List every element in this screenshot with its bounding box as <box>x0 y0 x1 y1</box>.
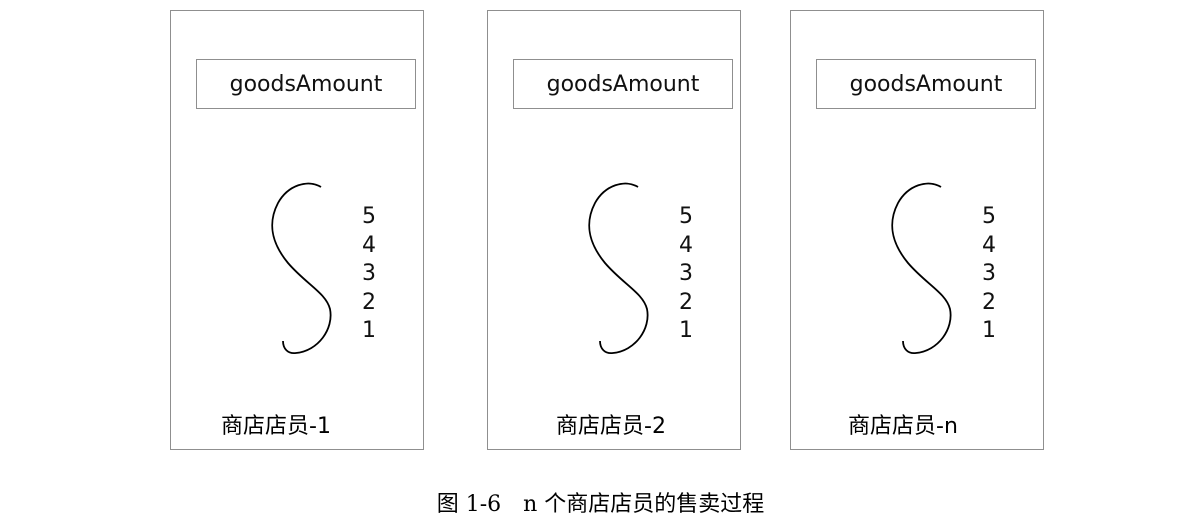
countdown-numbers: 5 4 3 2 1 <box>358 203 380 346</box>
count-1: 1 <box>679 318 693 343</box>
count-3: 3 <box>982 261 996 286</box>
clerk-label: 商店店员-2 <box>556 414 666 439</box>
count-4: 4 <box>982 232 996 258</box>
countdown-curve <box>891 182 952 354</box>
count-2: 2 <box>362 289 376 315</box>
goods-amount-box: goodsAmount <box>196 59 416 109</box>
clerk-label: 商店店员-n <box>848 414 958 439</box>
count-1: 1 <box>362 318 376 343</box>
goods-amount-box: goodsAmount <box>513 59 733 109</box>
count-5: 5 <box>982 204 996 229</box>
count-4: 4 <box>362 232 376 258</box>
count-2: 2 <box>679 289 693 315</box>
count-3: 3 <box>679 261 693 286</box>
clerk-panel-2: goodsAmount 5 4 3 2 1 商店店员-2 <box>487 10 741 450</box>
goods-amount-box: goodsAmount <box>816 59 1036 109</box>
count-5: 5 <box>362 204 376 229</box>
count-3: 3 <box>362 261 376 286</box>
clerk-label: 商店店员-1 <box>221 414 331 439</box>
count-4: 4 <box>679 232 693 258</box>
countdown-numbers: 5 4 3 2 1 <box>675 203 697 346</box>
countdown-curve <box>588 182 649 354</box>
count-5: 5 <box>679 204 693 229</box>
count-2: 2 <box>982 289 996 315</box>
count-1: 1 <box>982 318 996 343</box>
countdown-numbers: 5 4 3 2 1 <box>978 203 1000 346</box>
clerk-panel-n: goodsAmount 5 4 3 2 1 商店店员-n <box>790 10 1044 450</box>
clerk-panel-1: goodsAmount 5 4 3 2 1 商店店员-1 <box>170 10 424 450</box>
figure-caption: 图 1-6 n 个商店店员的售卖过程 <box>436 492 765 517</box>
countdown-curve <box>271 182 332 354</box>
